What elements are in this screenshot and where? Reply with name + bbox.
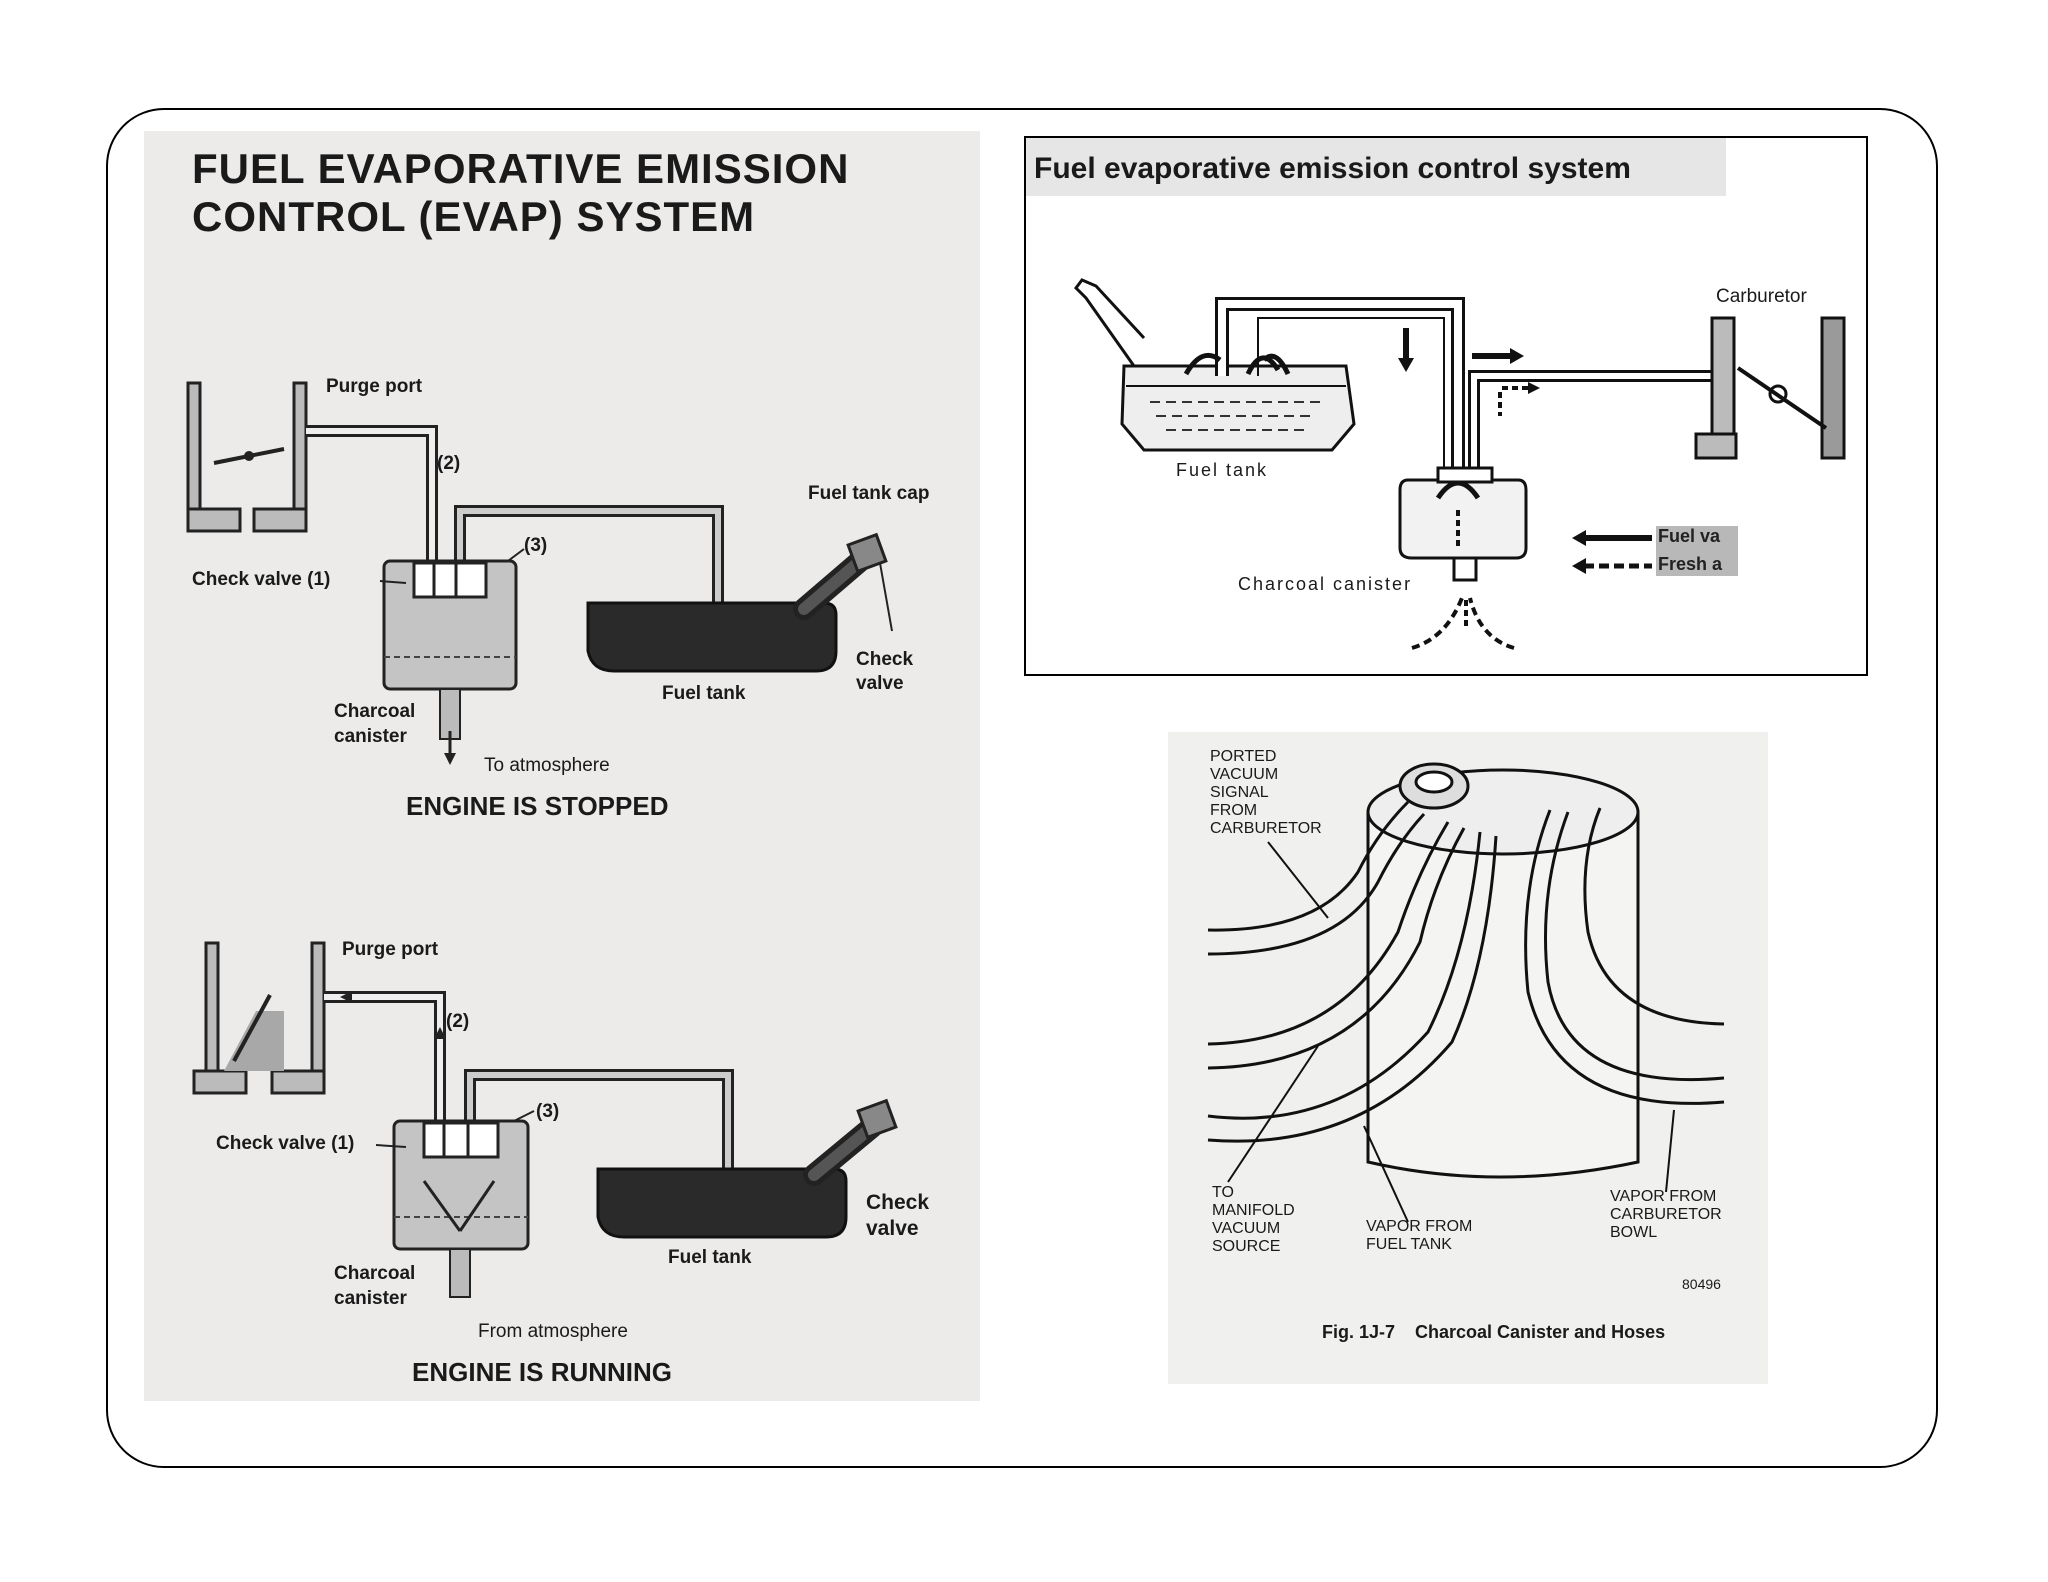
stopped-canister <box>382 559 518 765</box>
tr-carburetor-label: Carburetor <box>1716 286 1807 307</box>
br-ported-label-l5: CARBURETOR <box>1210 820 1322 837</box>
running-check-valve-1-label: Check valve (1) <box>216 1133 355 1154</box>
evap-diagram-drawing <box>186 381 898 1298</box>
stopped-fuel-tank <box>586 532 893 673</box>
running-check-valve-label-l1: Check <box>866 1191 930 1214</box>
br-ported-label-l1: PORTED <box>1210 748 1277 765</box>
tr-carburetor <box>1694 316 1846 460</box>
evap-title-line2: CONTROL (EVAP) SYSTEM <box>192 193 756 240</box>
br-manifold-label-l4: SOURCE <box>1212 1238 1281 1255</box>
running-purge-line <box>324 991 446 1121</box>
running-purge-port-label: Purge port <box>342 939 439 960</box>
running-charcoal-label-l2: canister <box>334 1288 407 1309</box>
running-num2-label: (2) <box>446 1011 470 1032</box>
stopped-charcoal-label-l1: Charcoal <box>334 701 416 722</box>
stopped-check-valve-label-l2: valve <box>856 673 904 694</box>
stopped-purge-port-label: Purge port <box>326 376 423 397</box>
br-ported-label-l2: VACUUM <box>1210 766 1279 783</box>
br-vapor-carb-label-l3: BOWL <box>1610 1224 1658 1241</box>
br-vapor-carb-label-l2: CARBURETOR <box>1610 1206 1722 1223</box>
tr-title: Fuel evaporative emission control system <box>1034 152 1631 185</box>
running-fuel-tank-label: Fuel tank <box>668 1247 752 1268</box>
stopped-charcoal-label-l2: canister <box>334 726 407 747</box>
br-canister-body <box>1366 812 1640 1179</box>
running-caption: ENGINE IS RUNNING <box>412 1357 673 1387</box>
br-figure-caption: Fig. 1J-7 Charcoal Canister and Hoses <box>1322 1322 1666 1342</box>
stopped-caption: ENGINE IS STOPPED <box>406 791 669 821</box>
evap-title-line1: FUEL EVAPORATIVE EMISSION <box>192 145 850 192</box>
br-vapor-tank-label-l1: VAPOR FROM <box>1366 1218 1473 1235</box>
stopped-atmosphere-label: To atmosphere <box>484 755 610 776</box>
stopped-num2-label: (2) <box>437 453 461 474</box>
stopped-fuel-tank-label: Fuel tank <box>662 683 746 704</box>
running-canister <box>392 1119 530 1298</box>
evap-system-panel: FUEL EVAPORATIVE EMISSION CONTROL (EVAP)… <box>144 131 980 1401</box>
tr-legend-fuel-label: Fuel va <box>1658 526 1721 546</box>
br-vapor-tank-label-l2: FUEL TANK <box>1366 1236 1452 1253</box>
stopped-check-valve-label-l1: Check <box>856 649 914 670</box>
stopped-purge-line <box>306 425 438 561</box>
evap-control-drawing <box>1026 138 1846 650</box>
stopped-fuel-tank-cap-label: Fuel tank cap <box>808 483 930 504</box>
br-figure-code: 80496 <box>1682 1276 1721 1292</box>
running-throttle-body <box>192 941 326 1095</box>
tr-charcoal-label: Charcoal canister <box>1238 574 1413 594</box>
tr-legend-fresh-label: Fresh a <box>1658 554 1723 574</box>
running-atmosphere-label: From atmosphere <box>478 1321 628 1342</box>
canister-hoses-drawing <box>1207 762 1725 1223</box>
br-ported-label-l4: FROM <box>1210 802 1258 819</box>
br-manifold-label-l1: TO <box>1212 1184 1234 1201</box>
running-check-valve-label-l2: valve <box>866 1217 919 1240</box>
br-manifold-label-l2: MANIFOLD <box>1212 1202 1295 1219</box>
evap-control-panel: Fuel evaporative emission control system… <box>1024 136 1868 676</box>
canister-hoses-panel: PORTED VACUUM SIGNAL FROM CARBURETOR TO … <box>1168 732 1768 1384</box>
running-num3-label: (3) <box>536 1101 560 1122</box>
br-manifold-label-l3: VACUUM <box>1212 1220 1281 1237</box>
stopped-throttle-body <box>186 381 308 533</box>
br-vapor-carb-label-l1: VAPOR FROM <box>1610 1188 1717 1205</box>
slide-frame <box>106 108 1938 1468</box>
tr-fuel-tank-label: Fuel tank <box>1176 460 1269 480</box>
stopped-num3-label: (3) <box>524 535 548 556</box>
running-charcoal-label-l1: Charcoal <box>334 1263 416 1284</box>
br-hoses <box>1207 800 1725 1143</box>
tr-canister <box>1398 466 1528 650</box>
stopped-check-valve-1-label: Check valve (1) <box>192 569 331 590</box>
tr-fuel-tank <box>1074 278 1356 452</box>
br-ported-label-l3: SIGNAL <box>1210 784 1269 801</box>
running-fuel-tank <box>596 1098 898 1239</box>
